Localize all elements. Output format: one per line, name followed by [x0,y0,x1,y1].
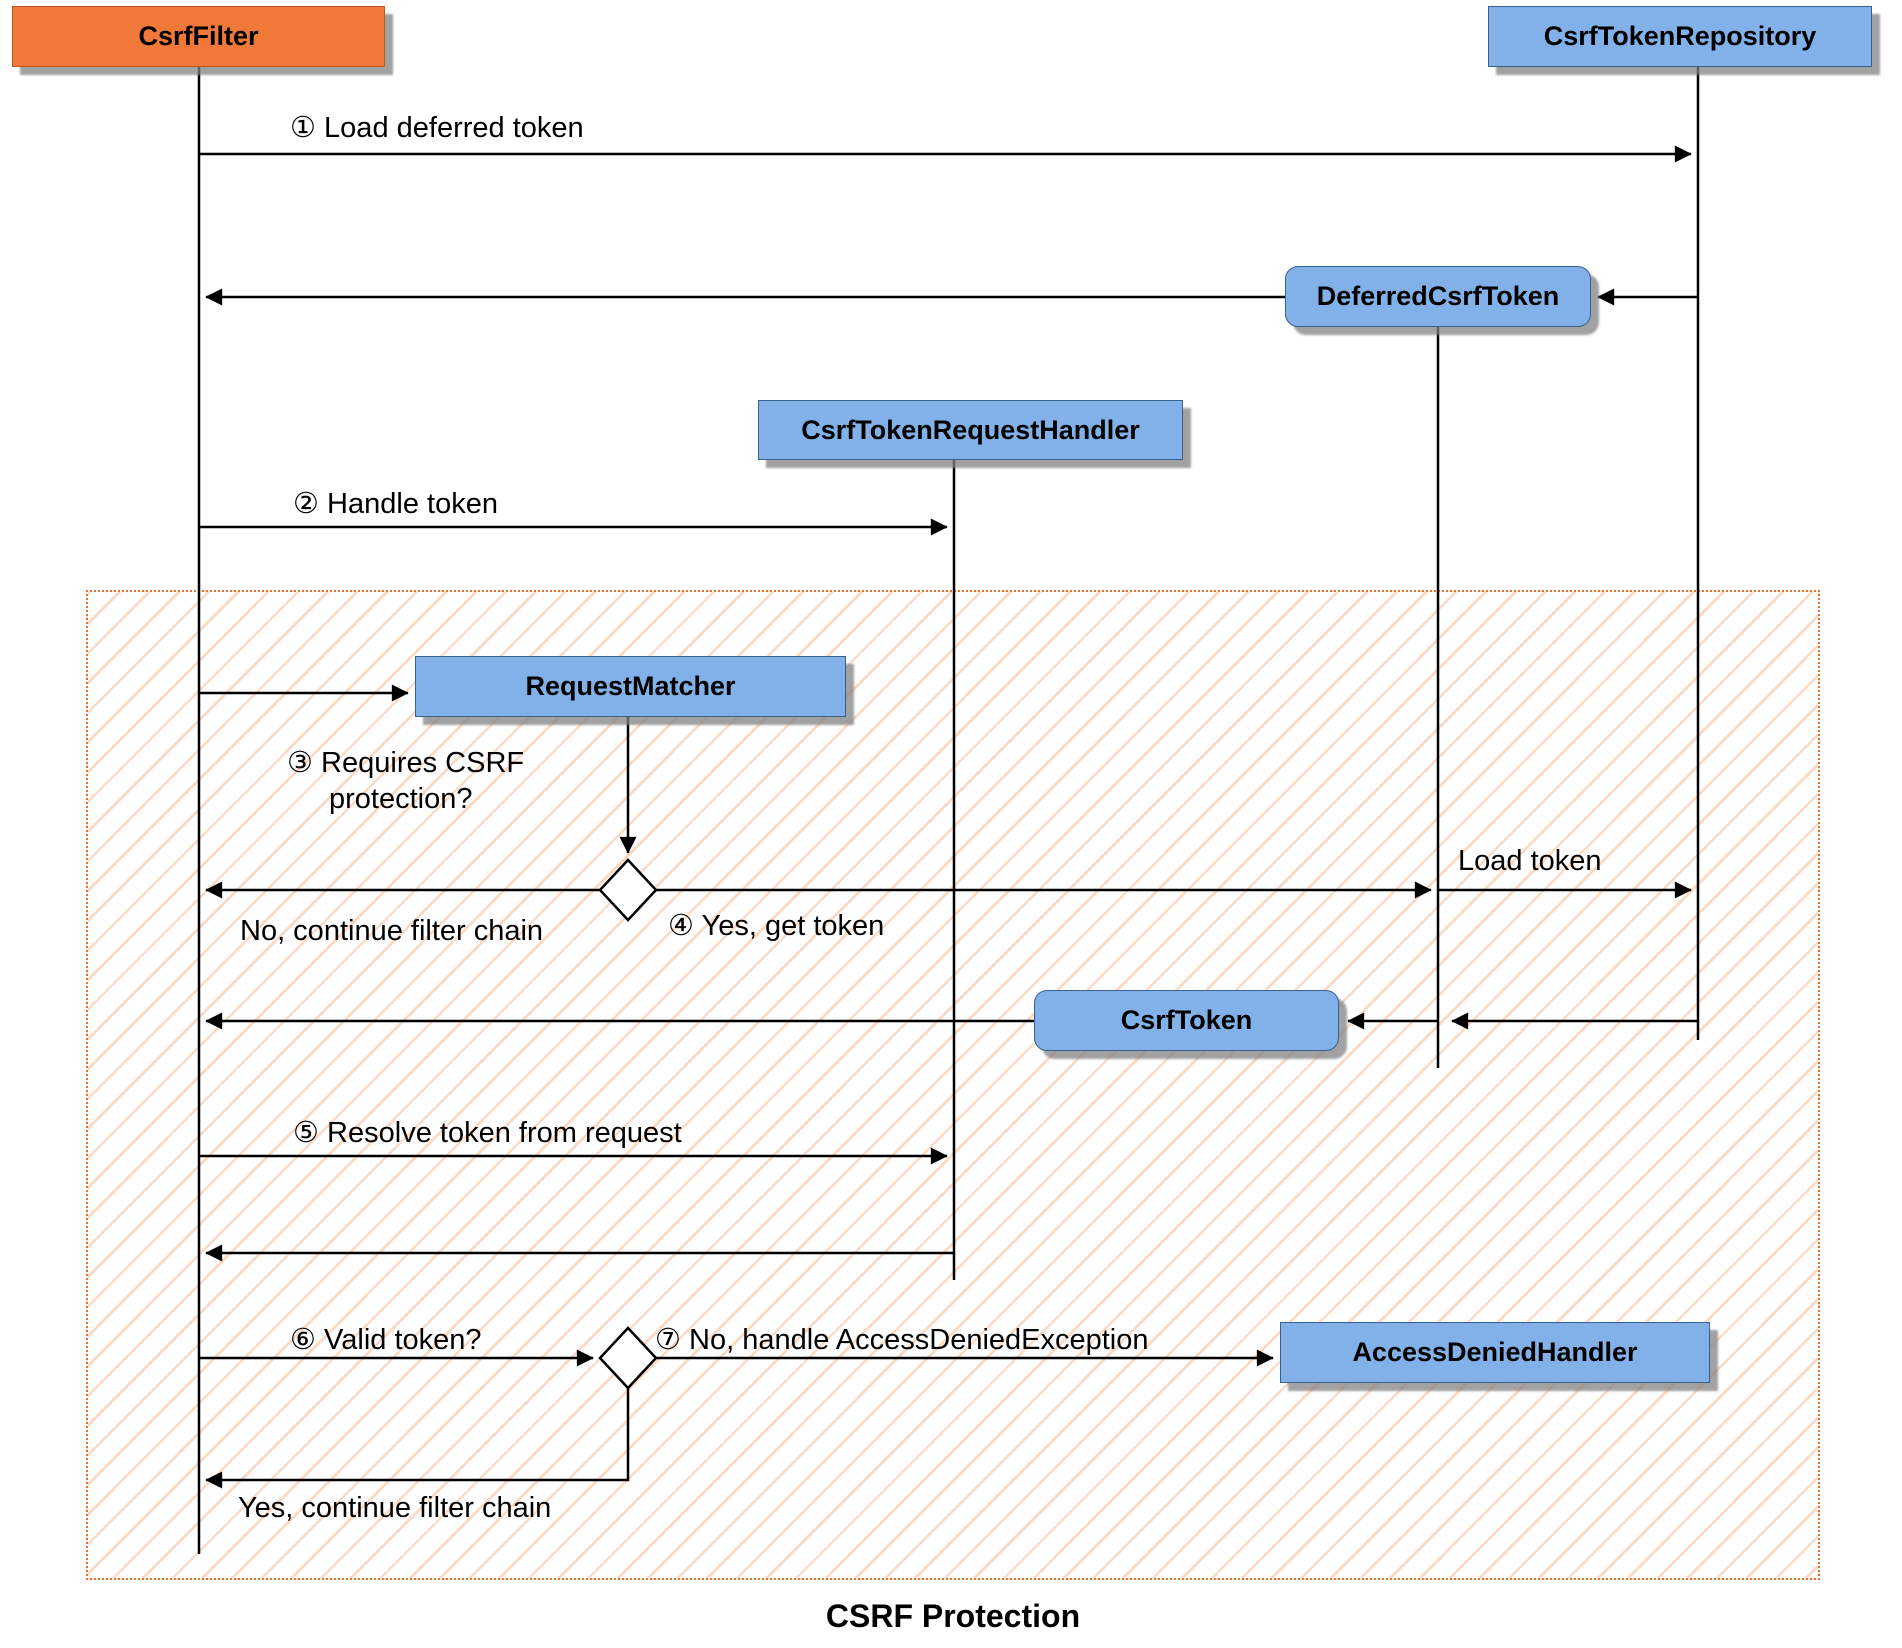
msg-handle-token: ② Handle token [293,488,498,520]
deferred-csrf-token-label: DeferredCsrfToken [1316,281,1560,311]
csrf-filter-label: CsrfFilter [138,21,259,51]
diagram-caption: CSRF Protection [825,1598,1081,1634]
msg-load-token: Load token [1458,845,1602,877]
msg-valid-token: ⑥ Valid token? [290,1324,482,1356]
decision-valid-token [598,1326,658,1390]
decision-requires-csrf [598,858,658,922]
csrf-token-request-handler-label: CsrfTokenRequestHandler [801,414,1140,445]
msg-requires-csrf-protection: ③ Requires CSRF protection? [287,747,525,816]
csrf-token-label: CsrfToken [1120,1005,1253,1035]
msg-no-handle-access-denied: ⑦ No, handle AccessDeniedException [655,1324,1149,1356]
csrf-token-box: CsrfToken [1034,990,1339,1051]
csrf-token-request-handler-box: CsrfTokenRequestHandler [758,400,1183,460]
msg-load-deferred-token: ① Load deferred token [290,112,584,144]
access-denied-handler-label: AccessDeniedHandler [1352,1337,1638,1367]
request-matcher-label: RequestMatcher [525,671,736,701]
deferred-csrf-token-box: DeferredCsrfToken [1285,266,1591,327]
msg-resolve-token: ⑤ Resolve token from request [293,1117,682,1149]
msg-yes-continue-filter-chain: Yes, continue filter chain [238,1492,552,1524]
csrf-token-repository-box: CsrfTokenRepository [1488,6,1872,67]
request-matcher-box: RequestMatcher [415,656,846,717]
msg-no-continue-filter-chain: No, continue filter chain [240,915,544,947]
msg-yes-get-token: ④ Yes, get token [668,910,885,942]
csrf-filter-box: CsrfFilter [12,6,385,67]
arrow-yes-continue-filter-chain [205,1388,630,1489]
csrf-token-repository-label: CsrfTokenRepository [1543,21,1817,51]
access-denied-handler-box: AccessDeniedHandler [1280,1322,1710,1383]
